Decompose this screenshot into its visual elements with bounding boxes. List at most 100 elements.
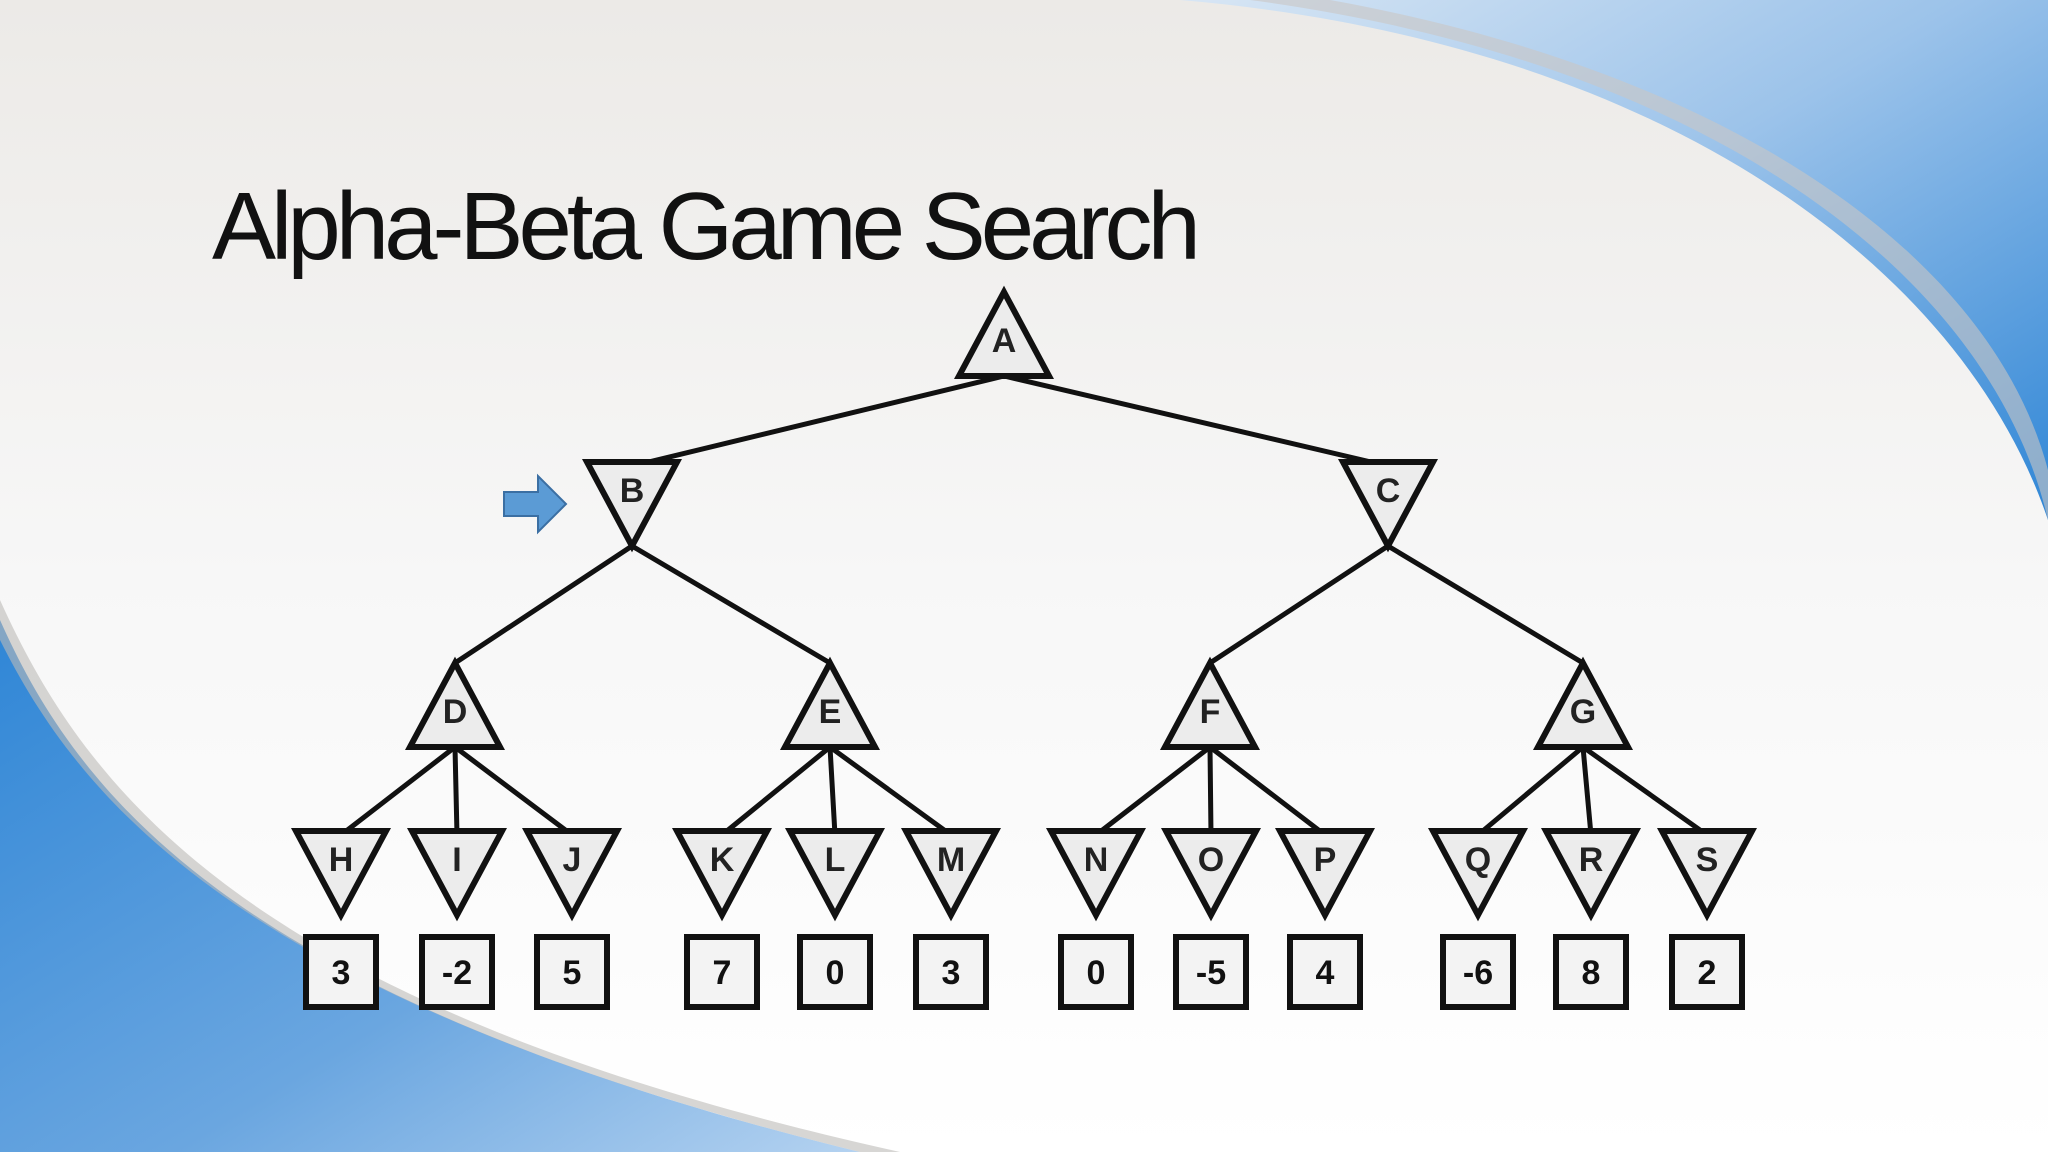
- node-label-g: G: [1570, 693, 1596, 731]
- node-label-k: K: [710, 841, 735, 879]
- node-r: R: [1540, 828, 1642, 922]
- edge-f-o: [1207, 744, 1214, 838]
- min-node-shape-b: [581, 459, 683, 553]
- leaf-box-shape: [1553, 934, 1629, 1010]
- node-a: A: [953, 285, 1055, 379]
- leaf-value-l: 0: [826, 954, 845, 992]
- edge-b-e: [629, 543, 833, 666]
- node-c: C: [1337, 459, 1439, 553]
- leaf-box-shape: [797, 934, 873, 1010]
- leaf-box-shape: [1287, 934, 1363, 1010]
- node-label-d: D: [443, 693, 468, 731]
- min-node-shape-k: [671, 828, 773, 922]
- leaf-value-s: 2: [1698, 954, 1717, 992]
- leaf-value-q: -6: [1463, 954, 1493, 992]
- min-node-shape-h: [290, 828, 392, 922]
- leaf-box-shape: [684, 934, 760, 1010]
- edge-b-d: [452, 543, 635, 666]
- max-node-shape-d: [404, 656, 506, 750]
- node-s: S: [1656, 828, 1758, 922]
- leaf-value-k: 7: [713, 954, 732, 992]
- edge-e-k: [719, 744, 833, 838]
- node-h: H: [290, 828, 392, 922]
- edge-f-p: [1207, 744, 1328, 838]
- node-j: J: [521, 828, 623, 922]
- node-label-j: J: [563, 841, 582, 879]
- leaf-value-box-p: 4: [1287, 934, 1363, 1010]
- node-label-i: I: [452, 841, 461, 879]
- leaf-value-box-r: 8: [1553, 934, 1629, 1010]
- min-node-shape-p: [1274, 828, 1376, 922]
- node-e: E: [779, 656, 881, 750]
- leaf-value-box-n: 0: [1058, 934, 1134, 1010]
- leaf-value-j: 5: [563, 954, 582, 992]
- node-label-o: O: [1198, 841, 1224, 879]
- node-label-a: A: [992, 322, 1017, 360]
- edge-c-f: [1207, 543, 1391, 666]
- edge-d-i: [452, 744, 460, 838]
- leaf-value-n: 0: [1087, 954, 1106, 992]
- max-node-shape-f: [1159, 656, 1261, 750]
- node-m: M: [900, 828, 1002, 922]
- min-node-shape-l: [784, 828, 886, 922]
- leaf-box-shape: [1440, 934, 1516, 1010]
- node-label-r: R: [1579, 841, 1604, 879]
- node-l: L: [784, 828, 886, 922]
- node-label-m: M: [937, 841, 965, 879]
- edge-g-s: [1580, 744, 1710, 838]
- leaf-value-box-h: 3: [303, 934, 379, 1010]
- node-label-f: F: [1200, 693, 1221, 731]
- edge-a-b: [629, 373, 1007, 469]
- leaf-value-box-q: -6: [1440, 934, 1516, 1010]
- leaf-value-box-o: -5: [1173, 934, 1249, 1010]
- min-node-shape-m: [900, 828, 1002, 922]
- leaf-value-o: -5: [1196, 954, 1226, 992]
- min-node-shape-c: [1337, 459, 1439, 553]
- leaf-box-shape: [1173, 934, 1249, 1010]
- leaf-value-box-i: -2: [419, 934, 495, 1010]
- node-label-n: N: [1084, 841, 1109, 879]
- node-o: O: [1160, 828, 1262, 922]
- edge-d-j: [452, 744, 575, 838]
- leaf-value-r: 8: [1582, 954, 1601, 992]
- node-label-p: P: [1314, 841, 1337, 879]
- right-arrow-icon: [503, 473, 568, 535]
- leaf-box-shape: [534, 934, 610, 1010]
- node-n: N: [1045, 828, 1147, 922]
- min-node-shape-q: [1427, 828, 1529, 922]
- leaf-value-p: 4: [1316, 954, 1335, 992]
- min-node-shape-r: [1540, 828, 1642, 922]
- watermark: fppt.com: [1926, 1110, 2034, 1141]
- edge-e-l: [827, 744, 838, 838]
- max-node-shape-g: [1532, 656, 1634, 750]
- edge-a-c: [1001, 373, 1391, 469]
- edge-f-n: [1093, 744, 1213, 838]
- edge-d-h: [338, 744, 458, 838]
- min-node-shape-n: [1045, 828, 1147, 922]
- node-label-b: B: [620, 472, 645, 510]
- node-f: F: [1159, 656, 1261, 750]
- min-node-shape-s: [1656, 828, 1758, 922]
- leaf-box-shape: [1058, 934, 1134, 1010]
- leaf-box-shape: [303, 934, 379, 1010]
- leaf-value-box-j: 5: [534, 934, 610, 1010]
- leaf-box-shape: [913, 934, 989, 1010]
- leaf-value-box-l: 0: [797, 934, 873, 1010]
- max-node-shape-a: [953, 285, 1055, 379]
- leaf-box-shape: [419, 934, 495, 1010]
- leaf-box-shape: [1669, 934, 1745, 1010]
- leaf-value-box-s: 2: [1669, 934, 1745, 1010]
- leaf-value-m: 3: [942, 954, 961, 992]
- edge-g-q: [1475, 744, 1586, 838]
- max-node-shape-e: [779, 656, 881, 750]
- node-label-q: Q: [1465, 841, 1491, 879]
- node-b: B: [581, 459, 683, 553]
- leaf-value-i: -2: [442, 954, 472, 992]
- leaf-value-h: 3: [332, 954, 351, 992]
- node-i: I: [406, 828, 508, 922]
- node-q: Q: [1427, 828, 1529, 922]
- min-node-shape-j: [521, 828, 623, 922]
- node-label-e: E: [819, 693, 842, 731]
- min-node-shape-i: [406, 828, 508, 922]
